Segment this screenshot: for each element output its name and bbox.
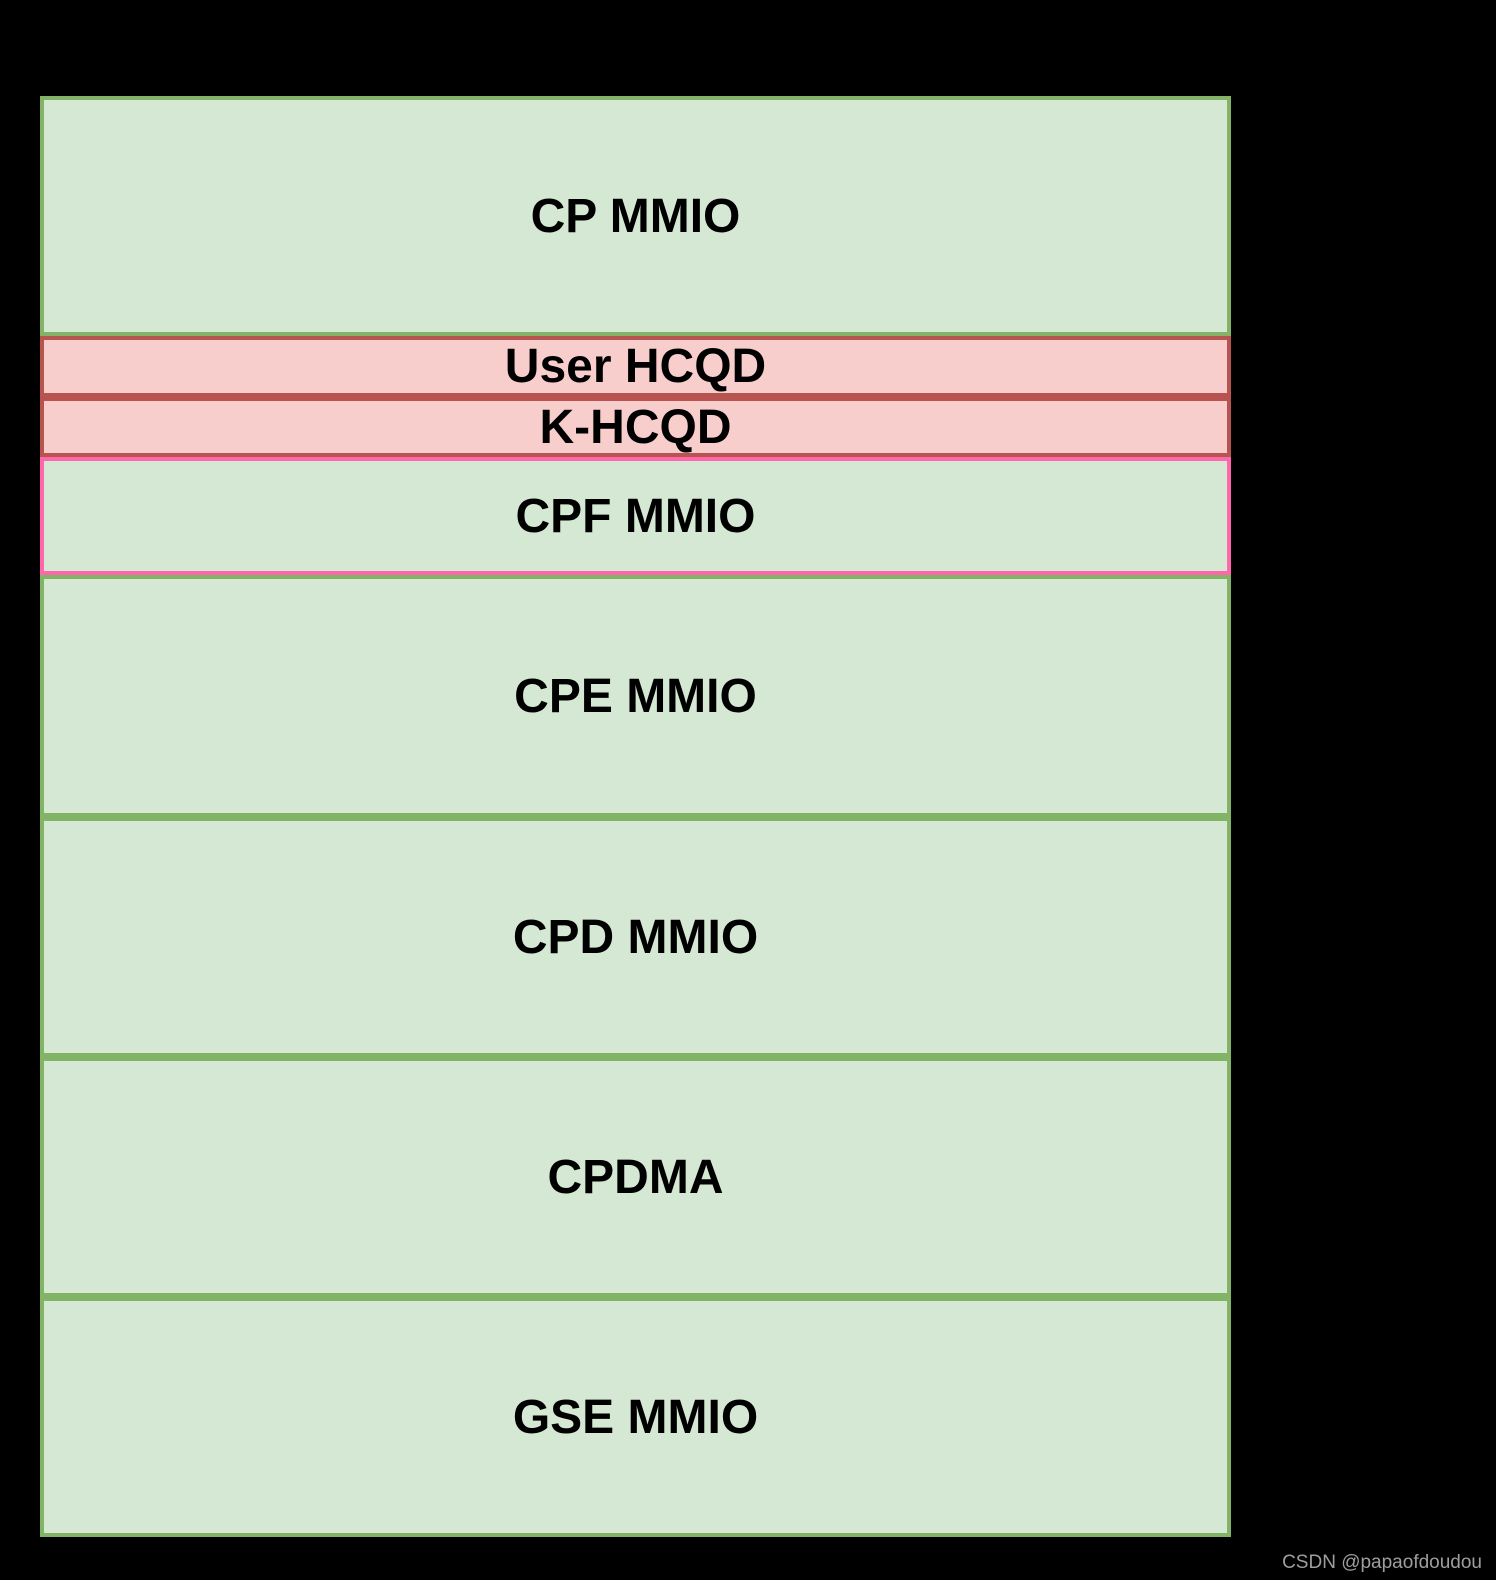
memory-block-label: CPF MMIO — [515, 489, 756, 543]
memory-block-cpe-mmio: CPE MMIO — [40, 575, 1231, 817]
memory-block-label: GSE MMIO — [512, 1390, 759, 1444]
memory-block-cpf-mmio: CPF MMIO — [40, 457, 1231, 575]
memory-block-user-hcqd: User HCQD — [40, 336, 1231, 397]
memory-block-label: CPD MMIO — [512, 910, 759, 964]
memory-block-label: CPE MMIO — [514, 669, 757, 723]
memory-block-k-hcqd: K-HCQD — [40, 397, 1231, 457]
memory-block-label: CPDMA — [547, 1150, 724, 1204]
csdn-watermark: CSDN @papaofdoudou — [1282, 1552, 1482, 1573]
memory-block-label: CP MMIO — [530, 189, 741, 243]
memory-block-label: K-HCQD — [539, 400, 732, 454]
memory-block-label: User HCQD — [504, 340, 767, 393]
memory-region-diagram: CP MMIO User HCQD K-HCQD CPF MMIO CPE MMIO CP… — [40, 96, 1231, 1537]
memory-block-cpdma: CPDMA — [40, 1057, 1231, 1297]
memory-block-gse-mmio: GSE MMIO — [40, 1297, 1231, 1537]
memory-block-cpd-mmio: CPD MMIO — [40, 817, 1231, 1057]
memory-block-cp-mmio: CP MMIO — [40, 96, 1231, 336]
